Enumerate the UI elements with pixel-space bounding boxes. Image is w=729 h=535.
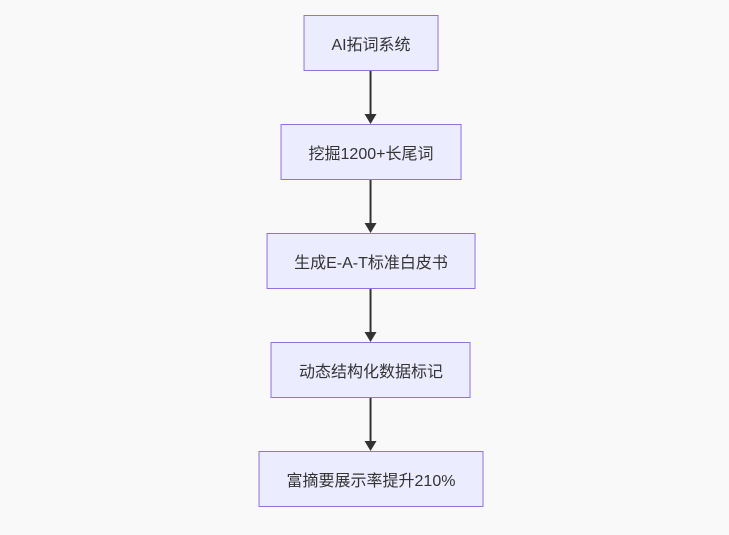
- flow-node-n5: 富摘要展示率提升210%: [258, 451, 484, 507]
- flow-node-n3: 生成E-A-T标准白皮书: [266, 233, 476, 289]
- arrow-head-icon: [365, 332, 377, 342]
- flow-edge-arrow: [364, 180, 378, 233]
- flow-node-n4: 动态结构化数据标记: [270, 342, 471, 398]
- arrow-shaft: [370, 180, 372, 224]
- arrow-head-icon: [365, 441, 377, 451]
- arrow-shaft: [370, 289, 372, 333]
- flow-node-n1: AI拓词系统: [303, 15, 439, 71]
- arrow-head-icon: [365, 223, 377, 233]
- flow-edge-arrow: [364, 398, 378, 451]
- flow-edge-arrow: [364, 71, 378, 124]
- flow-node-n2: 挖掘1200+长尾词: [280, 124, 462, 180]
- arrow-shaft: [370, 71, 372, 115]
- flow-edge-arrow: [364, 289, 378, 342]
- arrow-head-icon: [365, 114, 377, 124]
- arrow-shaft: [370, 398, 372, 442]
- flowchart: AI拓词系统挖掘1200+长尾词生成E-A-T标准白皮书动态结构化数据标记富摘要…: [258, 15, 484, 507]
